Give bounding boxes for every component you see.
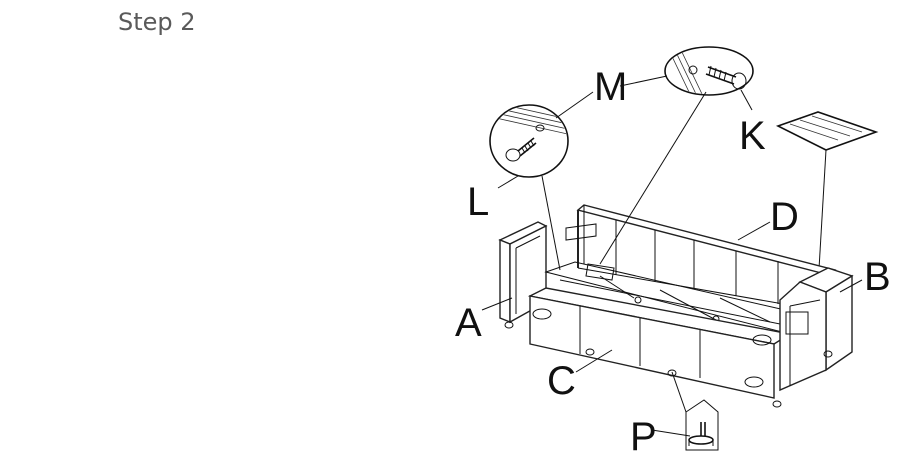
- detail-circle-k: [664, 46, 754, 96]
- label-l: L: [467, 180, 489, 224]
- foot-p-detail: [671, 371, 719, 451]
- detail-circle-l: [489, 104, 569, 178]
- bolt-k-icon: [705, 65, 747, 90]
- label-d: D: [770, 195, 799, 239]
- label-k: K: [739, 114, 766, 158]
- sofa-frame: [498, 204, 854, 408]
- label-c: C: [547, 359, 576, 403]
- bracket: [585, 263, 615, 281]
- right-arm-b: [779, 267, 854, 392]
- bolt-l-icon: [505, 137, 537, 162]
- washer-l-icon: [535, 124, 545, 132]
- washer-k-icon: [688, 65, 698, 75]
- leader-lines: [481, 75, 863, 437]
- step-title: Step 2: [118, 8, 196, 36]
- detail-diamond: [775, 111, 879, 287]
- foot-p-icon: [688, 422, 714, 446]
- label-p: P: [630, 415, 657, 459]
- label-b: B: [864, 255, 891, 299]
- label-a: A: [455, 301, 482, 345]
- front-rail-c: [527, 287, 792, 408]
- label-m: M: [594, 65, 627, 109]
